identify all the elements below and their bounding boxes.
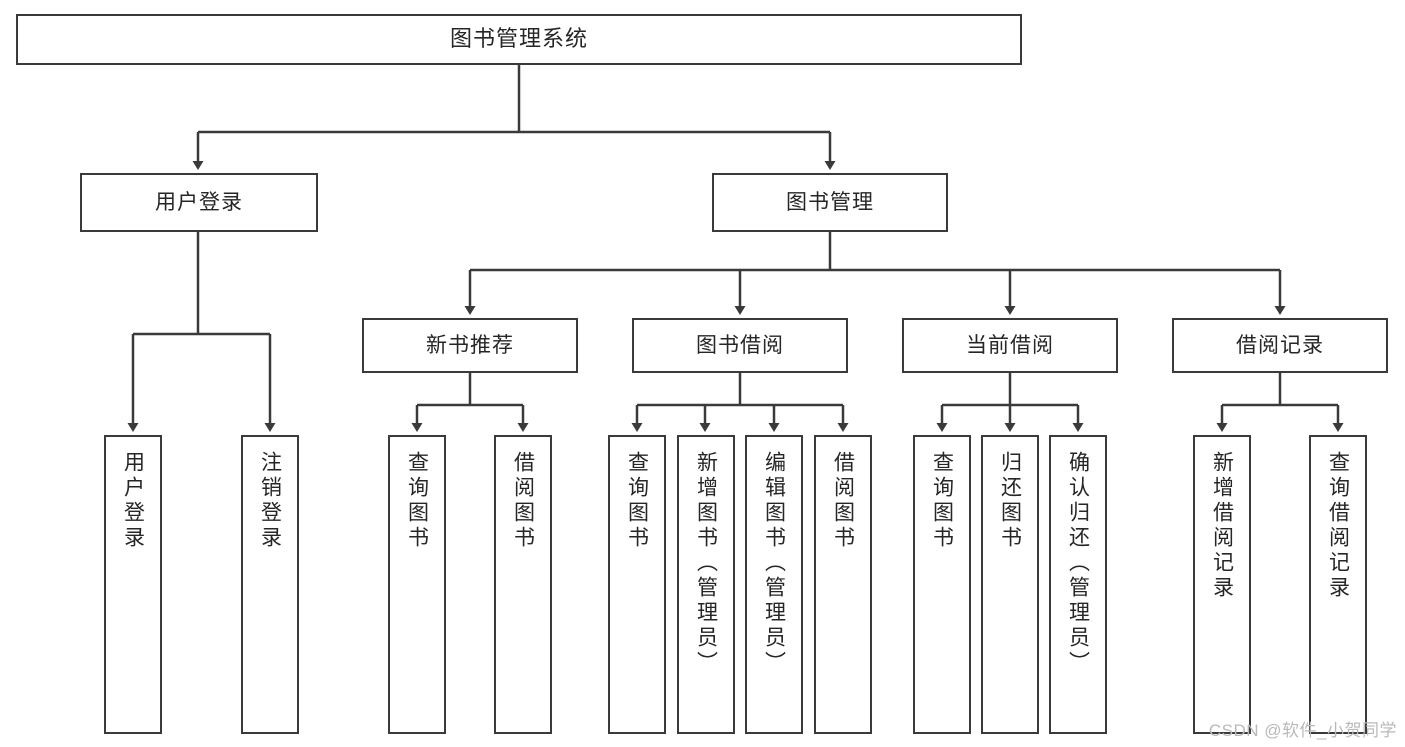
node-label: 图书管理 [786, 190, 874, 214]
leaf-query-book-borrow[interactable]: 查询图书 [608, 435, 666, 734]
node-label: 借阅记录 [1236, 333, 1324, 357]
leaf-add-book-admin[interactable]: 新增图书（管理员） [677, 435, 735, 734]
node-new-book-recommend[interactable]: 新书推荐 [362, 318, 578, 373]
leaf-logout[interactable]: 注销登录 [241, 435, 299, 734]
node-label: 查询借阅记录 [1326, 451, 1350, 601]
node-user-login[interactable]: 用户登录 [80, 173, 318, 232]
node-label: 用户登录 [121, 451, 145, 551]
node-current-borrow[interactable]: 当前借阅 [902, 318, 1118, 373]
node-label: 借阅图书 [511, 451, 535, 551]
leaf-add-borrow-record[interactable]: 新增借阅记录 [1193, 435, 1251, 734]
node-label: 当前借阅 [966, 333, 1054, 357]
node-label: 查询图书 [405, 451, 429, 551]
node-root-system[interactable]: 图书管理系统 [16, 14, 1022, 65]
leaf-borrow-book-recommend[interactable]: 借阅图书 [494, 435, 552, 734]
node-label: 查询图书 [625, 451, 649, 551]
node-label: 注销登录 [258, 451, 282, 551]
node-label: 新增借阅记录 [1210, 451, 1234, 601]
node-label: 新书推荐 [426, 333, 514, 357]
node-borrow-records[interactable]: 借阅记录 [1172, 318, 1388, 373]
node-book-borrow[interactable]: 图书借阅 [632, 318, 848, 373]
leaf-confirm-return-admin[interactable]: 确认归还（管理员） [1049, 435, 1107, 734]
node-label: 确认归还（管理员） [1066, 451, 1090, 676]
leaf-query-borrow-record[interactable]: 查询借阅记录 [1309, 435, 1367, 734]
leaf-borrow-book[interactable]: 借阅图书 [814, 435, 872, 734]
node-label: 用户登录 [155, 190, 243, 214]
node-label: 图书借阅 [696, 333, 784, 357]
csdn-watermark: CSDN @软件_小贺同学 [1208, 721, 1397, 740]
node-label: 查询图书 [930, 451, 954, 551]
node-label: 图书管理系统 [449, 26, 588, 52]
leaf-user-login[interactable]: 用户登录 [104, 435, 162, 734]
leaf-query-book-recommend[interactable]: 查询图书 [388, 435, 446, 734]
node-label: 新增图书（管理员） [694, 451, 718, 676]
leaf-return-book[interactable]: 归还图书 [981, 435, 1039, 734]
leaf-query-book-current[interactable]: 查询图书 [913, 435, 971, 734]
node-label: 编辑图书（管理员） [762, 451, 786, 676]
node-label: 借阅图书 [831, 451, 855, 551]
node-book-management[interactable]: 图书管理 [712, 173, 948, 232]
node-label: 归还图书 [998, 451, 1022, 551]
leaf-edit-book-admin[interactable]: 编辑图书（管理员） [745, 435, 803, 734]
